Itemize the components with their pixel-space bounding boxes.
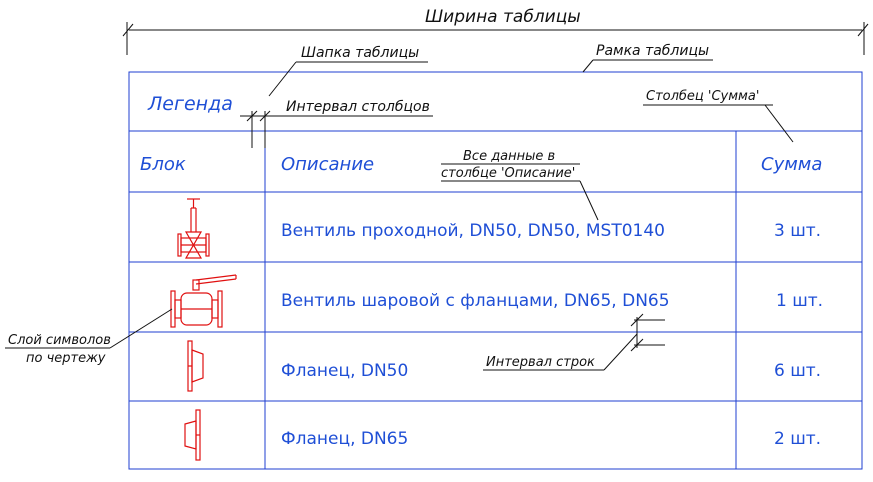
- row-sum: 3 шт.: [774, 221, 821, 241]
- table-width-label: Ширина таблицы: [425, 7, 581, 27]
- row-gap-label: Интервал строк: [486, 355, 595, 370]
- column-gap-label: Интервал столбцов: [286, 99, 430, 115]
- sum-column-label: Столбец 'Сумма': [646, 89, 759, 104]
- table-width-dimension: [122, 22, 869, 55]
- row-sum: 1 шт.: [776, 291, 823, 311]
- symbol-layer-label-line1: Слой символов: [8, 333, 111, 348]
- flange-symbol: [187, 340, 204, 392]
- annotation-leaders: [5, 59, 794, 371]
- description-data-label-line2: столбце 'Описание': [441, 166, 575, 181]
- table-title: Легенда: [147, 93, 233, 115]
- row-sum: 2 шт.: [774, 429, 821, 449]
- table-header-label: Шапка таблицы: [301, 45, 419, 61]
- ball-valve-symbol: [170, 274, 237, 328]
- column-header-description: Описание: [281, 154, 374, 175]
- row-description: Вентиль шаровой с фланцами, DN65, DN65: [281, 291, 670, 311]
- row-description: Фланец, DN65: [281, 429, 408, 449]
- row-description: Фланец, DN50: [281, 361, 408, 381]
- column-header-sum: Сумма: [761, 154, 822, 175]
- flange-symbol: [184, 409, 201, 461]
- symbol-layer-label-line2: по чертежу: [26, 351, 106, 366]
- column-header-block: Блок: [140, 154, 186, 175]
- row-sum: 6 шт.: [774, 361, 821, 381]
- gate-valve-symbol: [177, 198, 210, 259]
- table-frame: [128, 71, 863, 470]
- description-data-label-line1: Все данные в: [463, 149, 555, 164]
- table-frame-label: Рамка таблицы: [596, 43, 709, 59]
- row-description: Вентиль проходной, DN50, DN50, MST0140: [281, 221, 665, 241]
